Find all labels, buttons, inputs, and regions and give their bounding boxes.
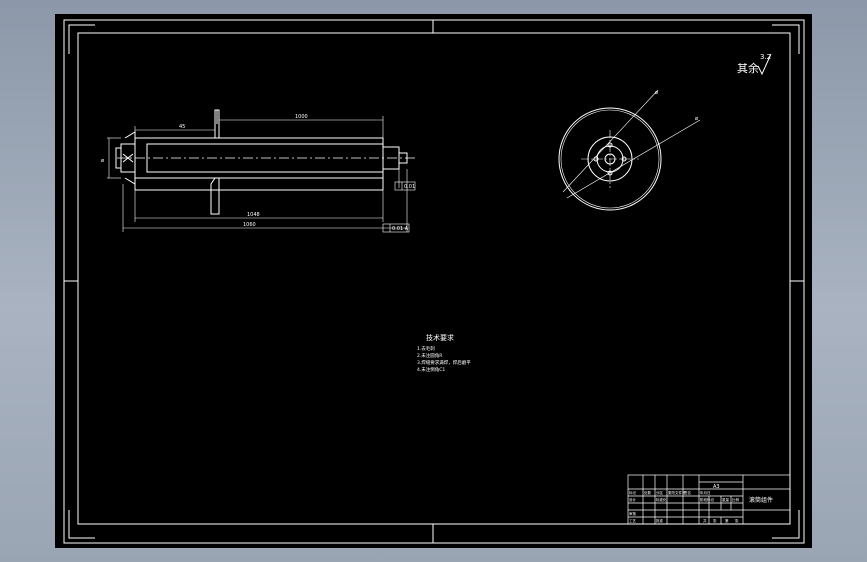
- tolerance-frame-bottom: 0.01 A: [382, 223, 410, 233]
- roughness-label: 其余: [737, 61, 759, 75]
- tech-item-4: 4.未注倒角C1: [417, 366, 445, 373]
- tb-r3c2: 批准: [656, 518, 664, 523]
- title-block-part-name: 滚筒组件: [749, 496, 773, 504]
- drawing-sheet: 其余 3.2: [55, 14, 812, 548]
- side-view: ø ø: [558, 89, 701, 211]
- roughness-value: 3.2: [760, 53, 771, 61]
- tb-sheet-2: 第: [725, 518, 729, 523]
- title-block: A3 滚筒组件 标记 处数 分区 更改文件号 签名 年月日 设计 标准化 审核 …: [627, 474, 791, 525]
- tb-r2c0: 审核: [629, 511, 637, 516]
- dim-side-left: ø: [101, 158, 104, 164]
- tb-r0c3: 更改文件号: [668, 490, 686, 495]
- dim-top-length: 1000: [295, 114, 308, 120]
- tb-stage-0: 阶段标记: [700, 497, 714, 502]
- tech-item-1: 1.去毛刺: [417, 345, 435, 352]
- tb-r0c4: 签名: [684, 490, 691, 495]
- dim-circle-large: ø: [695, 116, 698, 122]
- tech-requirements: 技术要求 1.去毛刺 2.未注圆角R 3.焊缝要求满焊，焊后磨平 4.未注倒角C…: [417, 333, 471, 373]
- tolerance-bottom-value: 0.01 A: [392, 226, 409, 232]
- dim-bottom-length: 1048: [247, 212, 260, 218]
- tech-item-2: 2.未注圆角R: [417, 352, 442, 359]
- tb-stage-1: 重量: [722, 497, 730, 502]
- tb-sheet-0: 共: [703, 518, 707, 523]
- dim-overall-length: 1060: [243, 222, 256, 228]
- tb-r3c0: 工艺: [629, 518, 637, 523]
- tb-r1c2: 标准化: [656, 497, 667, 502]
- tb-r0c2: 分区: [656, 490, 664, 495]
- centering-marks: [64, 20, 804, 543]
- tb-sheet-3: 张: [735, 518, 739, 523]
- roughness-note: 其余 3.2: [737, 53, 772, 76]
- dimensions: 45 1000 ø 1048 1060: [101, 114, 408, 232]
- tolerance-right-value: 0.01: [404, 184, 415, 190]
- tolerance-frame-right: 0.01: [394, 169, 416, 191]
- title-block-scale: A3: [713, 484, 720, 490]
- tb-stage-2: 比例: [732, 497, 740, 502]
- tb-r0c1: 处数: [644, 490, 652, 495]
- dim-small-top: 45: [179, 124, 185, 130]
- tb-r0c0: 标记: [629, 490, 637, 495]
- front-view: 45 1000 ø 1048 1060: [101, 109, 417, 233]
- cad-drawing: 其余 3.2: [63, 19, 805, 544]
- tech-item-3: 3.焊缝要求满焊，焊后磨平: [417, 359, 471, 366]
- tech-title: 技术要求: [426, 333, 454, 342]
- tb-r1c0: 设计: [629, 497, 637, 502]
- tb-r0c5: 年月日: [700, 490, 711, 495]
- inner-frame: [77, 32, 791, 525]
- tb-sheet-1: 张: [713, 518, 717, 523]
- dim-circle-small: ø: [655, 90, 658, 96]
- outer-frame: [63, 19, 805, 544]
